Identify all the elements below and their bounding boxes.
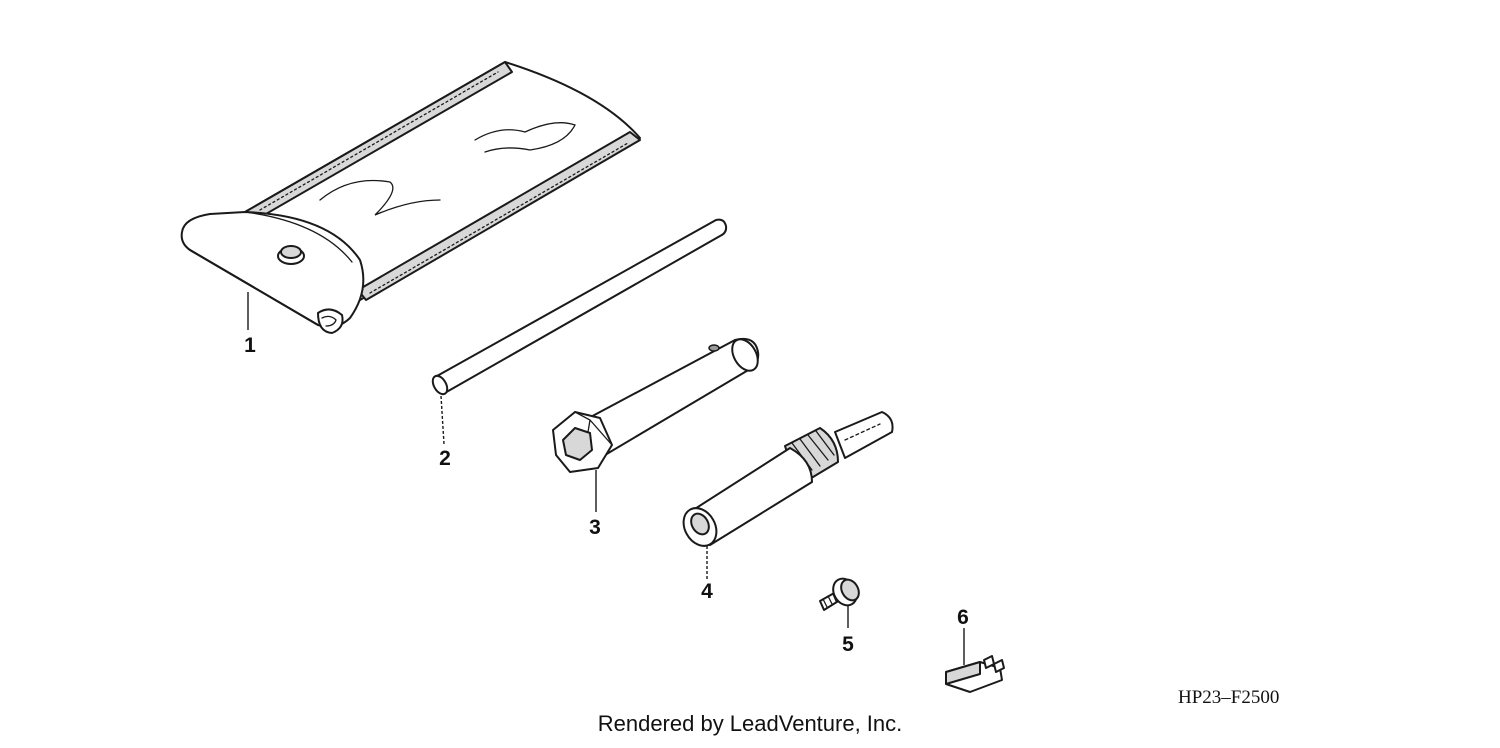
plug-wrench-icon — [552, 337, 760, 473]
callout-6: 6 — [957, 606, 969, 629]
tool-bag-icon — [180, 61, 641, 334]
callout-3: 3 — [589, 516, 601, 539]
callout-4: 4 — [701, 580, 713, 603]
tommy-bar-icon — [431, 218, 728, 396]
leader-lines — [247, 292, 965, 665]
bolt-icon — [819, 577, 860, 611]
screwdriver-icon — [682, 411, 894, 547]
fuse-icon — [945, 655, 1005, 693]
figure-code: HP23–F2500 — [1178, 687, 1279, 708]
callout-5: 5 — [842, 633, 854, 656]
callout-1: 1 — [244, 334, 256, 357]
callout-2: 2 — [439, 447, 451, 470]
credit-text: Rendered by LeadVenture, Inc. — [598, 711, 903, 736]
leader-line-2 — [440, 395, 445, 445]
